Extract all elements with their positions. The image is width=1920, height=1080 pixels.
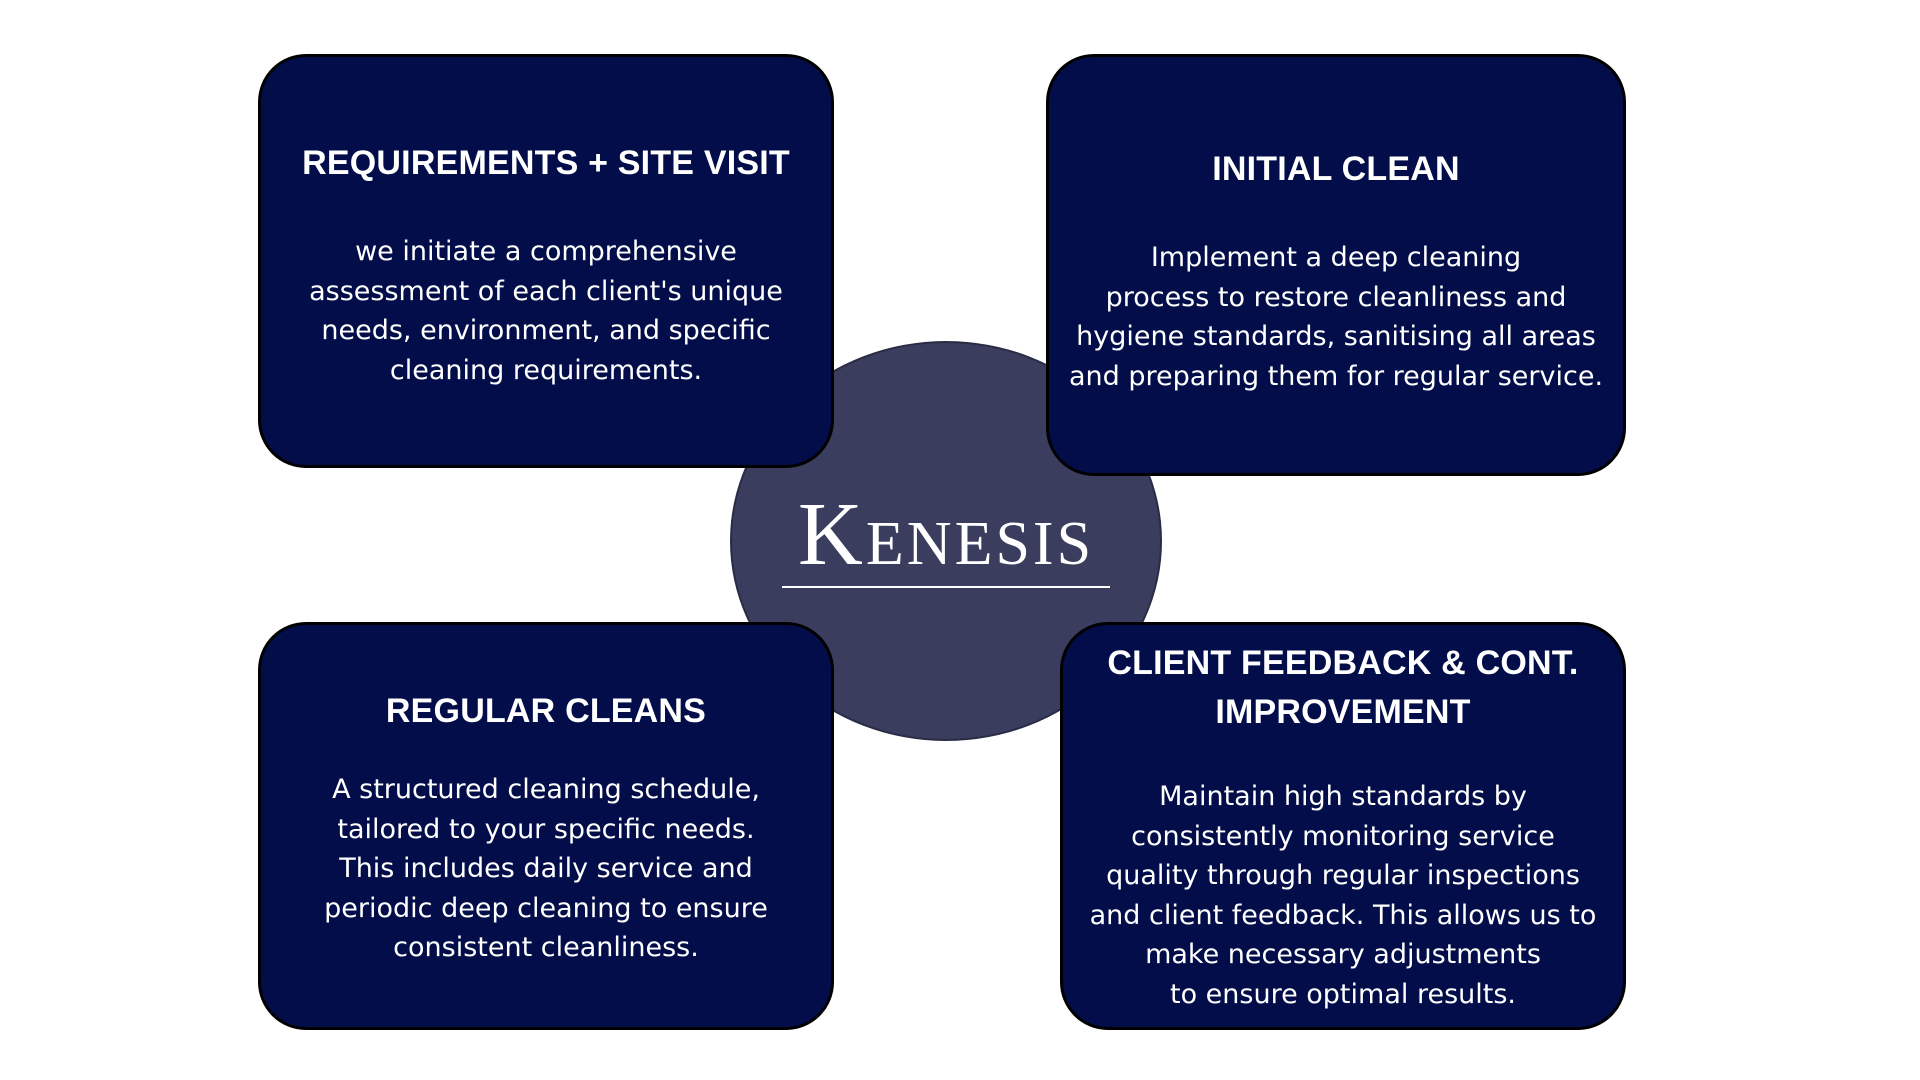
logo-rest: ENESIS bbox=[865, 510, 1095, 578]
card-requirements-site-visit: REQUIREMENTS + SITE VISIT we initiate a … bbox=[258, 54, 834, 468]
logo-underline bbox=[782, 586, 1110, 588]
card-description-line: This includes daily service and bbox=[339, 853, 753, 884]
card-description-line: cleaning requirements. bbox=[389, 354, 703, 386]
card-description-line: A structured cleaning schedule, bbox=[332, 774, 760, 805]
card-title-line: CLIENT FEEDBACK & CONT. bbox=[1107, 644, 1579, 682]
card-initial-clean: INITIAL CLEAN Implement a deep cleaning … bbox=[1046, 54, 1626, 476]
card-title: CLIENT FEEDBACK & CONT. IMPROVEMENT bbox=[1107, 639, 1578, 737]
card-description: Maintain high standards by consistently … bbox=[1090, 777, 1597, 1014]
card-description: we initiate a comprehensive assessment o… bbox=[309, 232, 783, 390]
card-description-line: consistently monitoring service bbox=[1131, 820, 1555, 852]
card-title: INITIAL CLEAN bbox=[1212, 150, 1460, 188]
card-description: Implement a deep cleaning process to res… bbox=[1069, 238, 1603, 396]
card-description-line: and client feedback. This allows us to bbox=[1089, 899, 1597, 931]
card-description-line: process to restore cleanliness and bbox=[1105, 281, 1567, 313]
card-description-line: Implement a deep cleaning bbox=[1150, 242, 1522, 273]
logo-wordmark: KENESIS bbox=[780, 490, 1112, 580]
card-description-line: consistent cleanliness. bbox=[393, 932, 699, 963]
card-description-line: tailored to your specific needs. bbox=[337, 813, 755, 845]
logo-initial: K bbox=[797, 485, 866, 584]
card-title-line: IMPROVEMENT bbox=[1215, 693, 1471, 731]
card-description-line: Maintain high standards by bbox=[1159, 781, 1527, 812]
card-description-line: make necessary adjustments bbox=[1145, 939, 1541, 970]
card-description-line: and preparing them for regular service. bbox=[1068, 360, 1604, 392]
card-description-line: to ensure optimal results. bbox=[1169, 978, 1516, 1010]
kenesis-logo: KENESIS bbox=[780, 490, 1112, 588]
card-description-line: needs, environment, and specific bbox=[321, 315, 771, 346]
card-description-line: assessment of each client's unique bbox=[309, 275, 783, 307]
card-title: REQUIREMENTS + SITE VISIT bbox=[302, 144, 790, 182]
card-title: REGULAR CLEANS bbox=[385, 692, 707, 730]
card-description-line: hygiene standards, sanitising all areas bbox=[1076, 321, 1596, 352]
card-description-line: periodic deep cleaning to ensure bbox=[324, 892, 768, 924]
card-client-feedback: CLIENT FEEDBACK & CONT. IMPROVEMENT Main… bbox=[1060, 622, 1626, 1030]
card-regular-cleans: REGULAR CLEANS A structured cleaning sch… bbox=[258, 622, 834, 1030]
card-description-line: quality through regular inspections bbox=[1106, 860, 1580, 891]
card-description: A structured cleaning schedule, tailored… bbox=[324, 770, 768, 968]
card-description-line: we initiate a comprehensive bbox=[355, 236, 737, 267]
